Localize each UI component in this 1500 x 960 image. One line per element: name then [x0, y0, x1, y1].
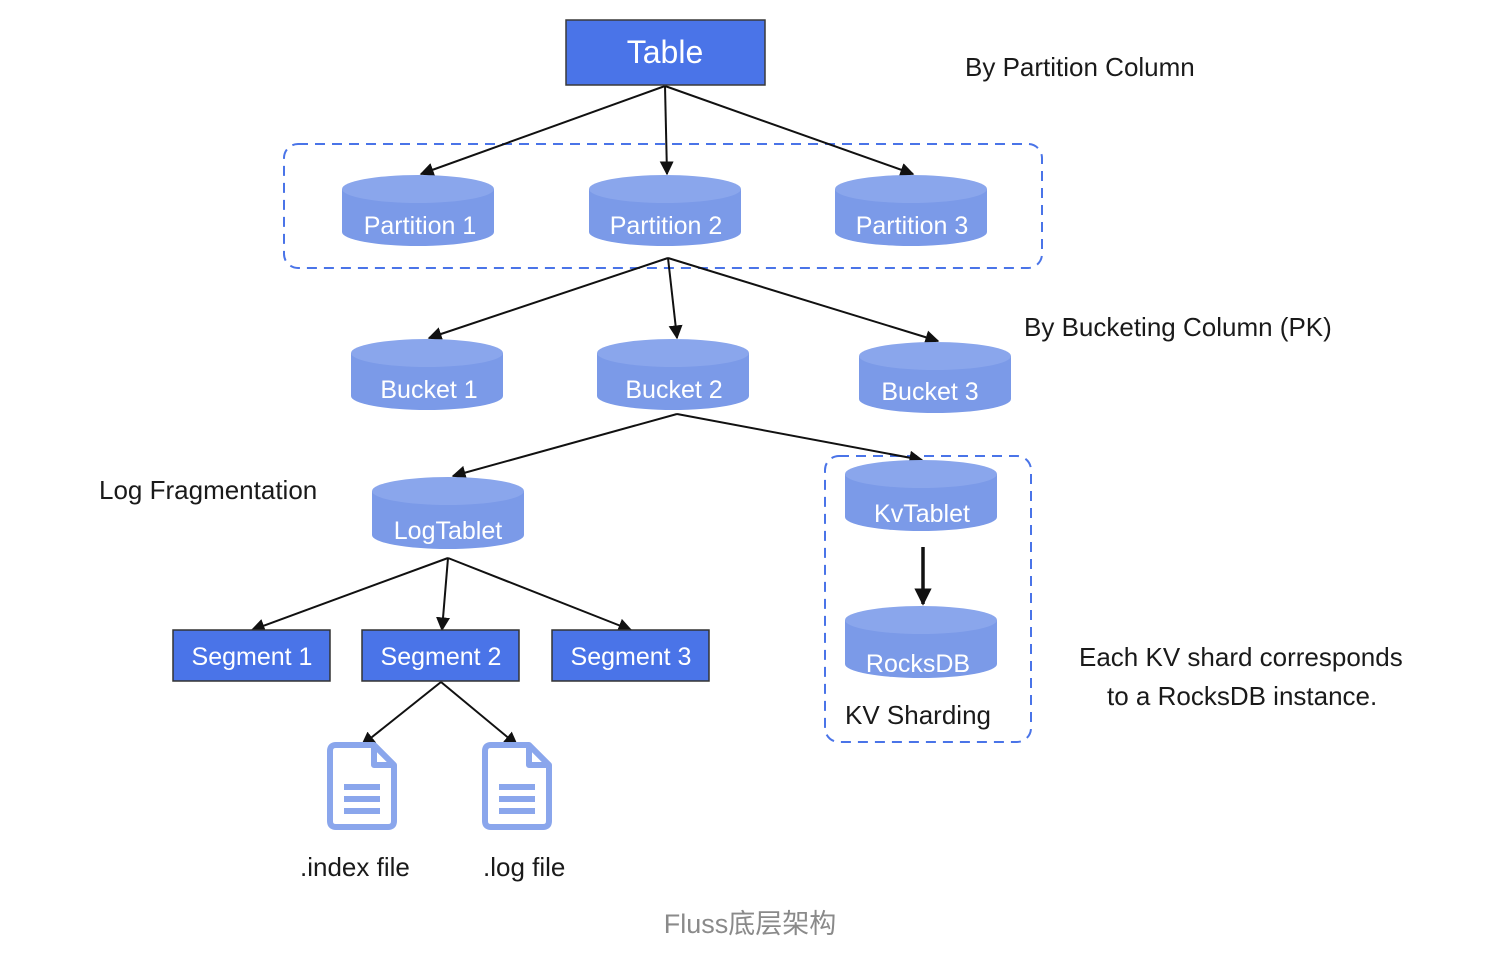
edge-bucket-2-logtablet: [451, 413, 678, 480]
edge-logtablet-segment-1: [250, 557, 449, 633]
segment-node-2: Segment 2: [361, 629, 520, 682]
segment-node-1: Segment 1: [172, 629, 331, 682]
partition-node-2: Partition 2: [589, 175, 741, 246]
kv-note-line-2: to a RocksDB instance.: [1107, 681, 1378, 711]
log-fragmentation-annotation: Log Fragmentation: [99, 475, 318, 505]
connectors: [250, 85, 940, 746]
partition-label: Partition 2: [610, 212, 723, 240]
partition-node-3: Partition 3: [835, 175, 987, 246]
index-file-label: .index file: [300, 852, 410, 882]
edge-partitions-bucket-1: [427, 257, 669, 341]
log-file-label: .log file: [483, 852, 566, 882]
figure-caption: Fluss底层架构: [663, 909, 837, 939]
rocksdb-label: RocksDB: [866, 650, 970, 678]
kv-note-line-1: Each KV shard corresponds: [1079, 642, 1403, 672]
edge-partitions-bucket-3: [667, 257, 940, 344]
logtablet-label: LogTablet: [394, 517, 502, 545]
edge-table-partition-3: [664, 85, 915, 177]
bucket-node-1: Bucket 1: [351, 339, 503, 410]
segment-node-3: Segment 3: [551, 629, 710, 682]
edge-logtablet-segment-3: [447, 557, 633, 632]
partition-group-frame: [283, 143, 1043, 269]
segment-label: Segment 2: [381, 643, 502, 671]
table-label: Table: [627, 34, 704, 70]
bucket-node-2: Bucket 2: [597, 339, 749, 410]
kvtablet-label: KvTablet: [874, 500, 970, 528]
bucket-label: Bucket 2: [625, 376, 722, 404]
partition-annotation: By Partition Column: [965, 52, 1195, 82]
kvtablet-node: KvTablet: [845, 460, 997, 531]
table-node: Table: [565, 19, 766, 86]
partition-node-1: Partition 1: [342, 175, 494, 246]
bucket-label: Bucket 3: [881, 378, 978, 406]
logtablet-node: LogTablet: [372, 477, 524, 549]
edge-table-partition-1: [419, 85, 666, 177]
bucket-label: Bucket 1: [380, 376, 477, 404]
segment-label: Segment 3: [571, 643, 692, 671]
segment-label: Segment 1: [192, 643, 313, 671]
rocksdb-node: RocksDB: [845, 606, 997, 678]
edge-segment-2-index-file: [360, 681, 442, 746]
bucket-node-3: Bucket 3: [859, 342, 1011, 413]
edge-table-partition-2: [659, 85, 674, 176]
edge-bucket-2-kvtablet: [676, 413, 924, 465]
edge-partitions-bucket-2: [667, 257, 683, 340]
partition-label: Partition 1: [364, 212, 477, 240]
bucketing-annotation: By Bucketing Column (PK): [1024, 312, 1332, 342]
edge-segment-2-log-file: [440, 681, 519, 746]
kv-sharding-frame: [824, 455, 1032, 743]
kv-sharding-label: KV Sharding: [845, 700, 991, 730]
document-icon: [482, 742, 552, 830]
partition-label: Partition 3: [856, 212, 969, 240]
edge-logtablet-segment-2: [436, 557, 451, 632]
document-icon: [327, 742, 397, 830]
